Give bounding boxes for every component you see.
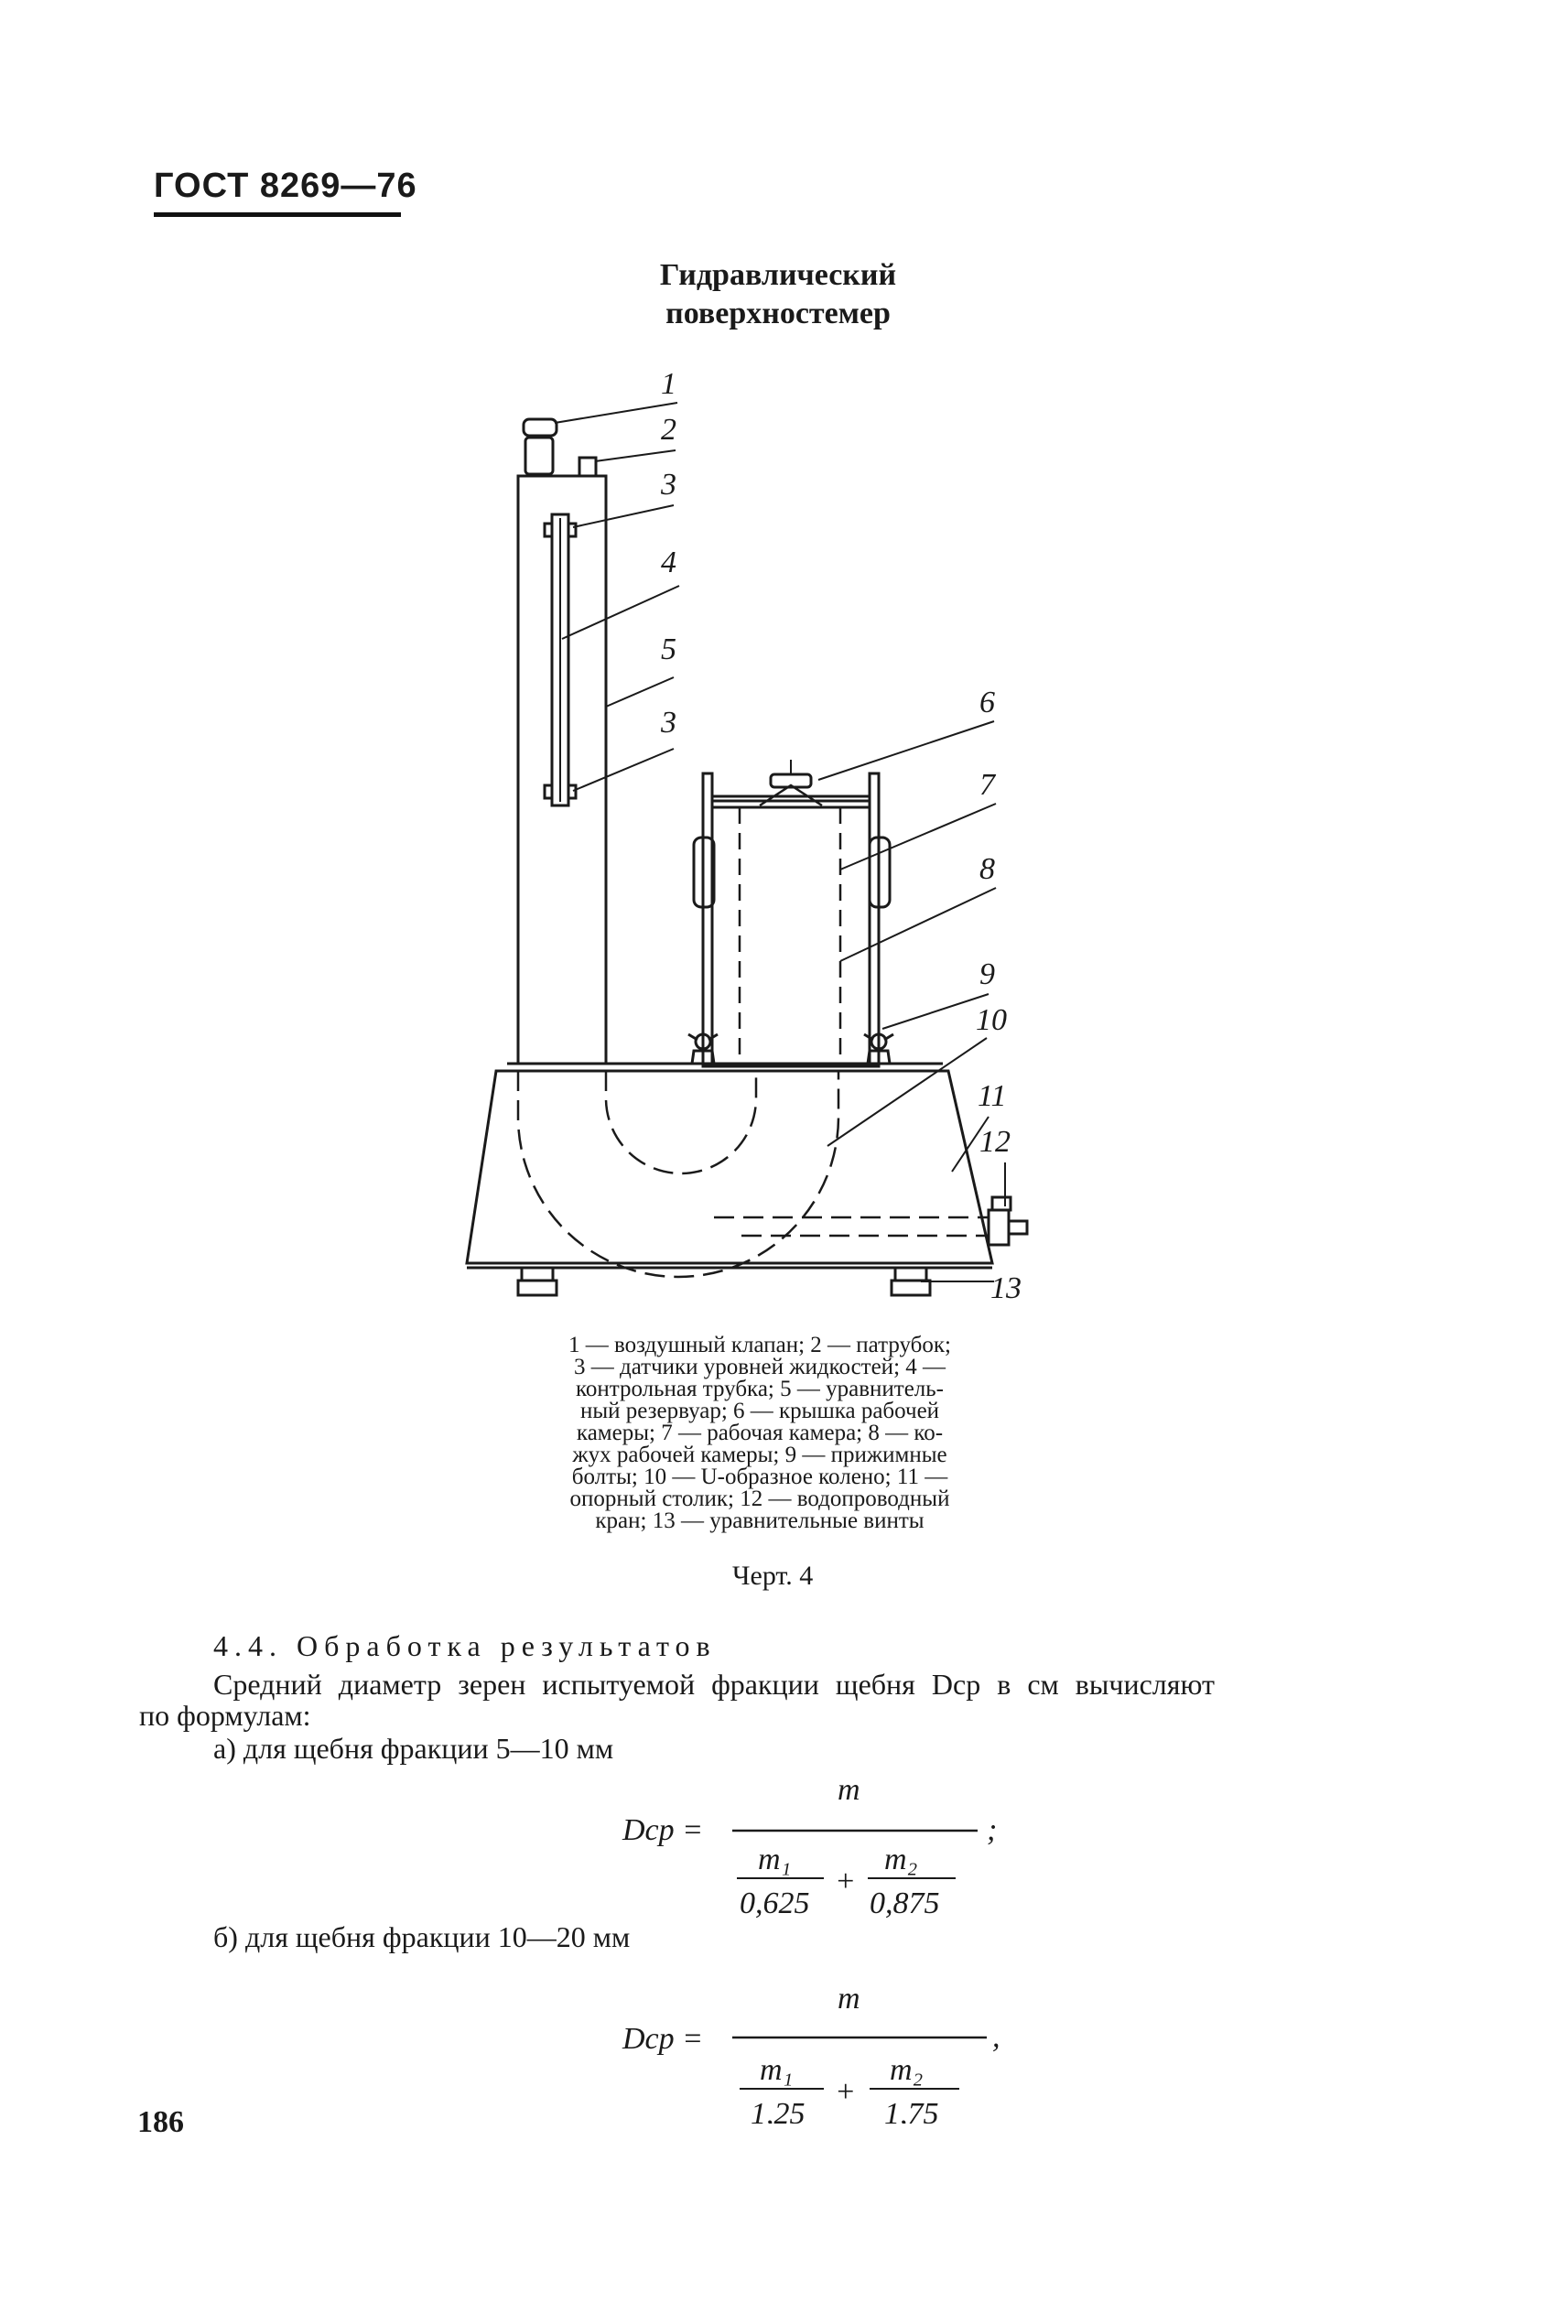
formula-a-end: ; xyxy=(987,1813,997,1847)
formula-b-plus: + xyxy=(835,2075,856,2109)
figure-title: Гидравлический поверхностемер xyxy=(513,256,1044,333)
formula-b-end: , xyxy=(992,2020,1000,2054)
formula-b: Dср = m , m₁ 1,25 + m₂ 1,75 xyxy=(622,1982,1000,2124)
formula-b-d1: 1,25 xyxy=(751,2097,806,2124)
callout-1: 1 xyxy=(661,367,676,401)
legend-line: кран; 13 — уравнительные винты xyxy=(595,1508,925,1533)
formula-a-plus: + xyxy=(835,1865,856,1898)
callout-5: 5 xyxy=(661,632,676,666)
callout-9: 9 xyxy=(979,957,995,991)
formula-a-m1: m₁ xyxy=(758,1843,791,1876)
formula-a-m2: m₂ xyxy=(884,1843,917,1876)
figure-caption: Черт. 4 xyxy=(732,1561,814,1591)
level-sensor-bottom xyxy=(543,784,554,800)
water-tap xyxy=(987,1195,1029,1247)
list-item-b: б) для щебня фракции 10—20 мм xyxy=(213,1920,631,1953)
legend-line: болты; 10 — U-образное колено; 11 — xyxy=(571,1465,948,1489)
page-number: 186 xyxy=(137,2105,184,2139)
paragraph-line: Средний диаметр зерен испытуемой фракции… xyxy=(213,1668,1215,1701)
legend-line: контрольная трубка; 5 — уравнитель- xyxy=(576,1377,944,1401)
level-sensor-top-r xyxy=(567,522,578,538)
figure-title-line1: Гидравлический xyxy=(659,258,897,292)
callout-7: 7 xyxy=(979,768,997,802)
leveling-screw-right xyxy=(890,1266,932,1297)
nozzle xyxy=(578,456,598,478)
formula-b-lhs: Dср = xyxy=(622,2022,703,2056)
list-item-a: а) для щебня фракции 5—10 мм xyxy=(213,1732,614,1765)
equalizing-reservoir xyxy=(516,474,608,1065)
legend-line: камеры; 7 — рабочая камера; 8 — ко- xyxy=(576,1421,944,1445)
callout-10: 10 xyxy=(976,1003,1007,1037)
legend-line: ный резервуар; 6 — крышка рабочей xyxy=(579,1399,940,1423)
level-sensor-top xyxy=(543,522,554,538)
formula-b-d2: 1,75 xyxy=(884,2097,939,2124)
formula-a-d2: 0,875 xyxy=(870,1886,940,1920)
figure-legend: 1 — воздушный клапан; 2 — патрубок; 3 — … xyxy=(485,1333,1034,1533)
clamp-bolt-left xyxy=(687,1032,719,1065)
legend-line: 3 — датчики уровней жидкостей; 4 — xyxy=(573,1355,946,1379)
formula-a-numerator: m xyxy=(838,1773,860,1807)
paragraph-line: по формулам: xyxy=(139,1699,311,1732)
callout-4: 4 xyxy=(661,546,676,579)
callout-12: 12 xyxy=(979,1125,1011,1159)
formula-b-m2: m₂ xyxy=(890,2053,923,2087)
u-elbow-outer xyxy=(516,1071,840,1279)
legend-line: жух рабочей камеры; 9 — прижимные xyxy=(572,1443,947,1467)
air-valve-knob xyxy=(522,417,558,438)
callout-13: 13 xyxy=(990,1271,1022,1305)
callout-3b: 3 xyxy=(660,706,676,740)
level-sensor-bottom-r xyxy=(567,784,578,800)
callout-2: 2 xyxy=(661,413,676,447)
leveling-screw-left xyxy=(516,1266,558,1297)
u-elbow-inner xyxy=(604,1071,758,1175)
legend-line: 1 — воздушный клапан; 2 — патрубок; xyxy=(568,1333,951,1357)
formula-a-lhs: Dср = xyxy=(622,1813,703,1847)
chamber-casing xyxy=(710,799,871,1068)
air-valve xyxy=(524,436,555,476)
callout-11: 11 xyxy=(978,1079,1006,1113)
section-heading: 4.4. Обработка результатов xyxy=(213,1629,717,1662)
control-tube xyxy=(550,513,570,807)
formula-a: Dср = m ; m₁ 0,625 + m₂ 0,875 xyxy=(622,1773,997,1920)
header-rule xyxy=(154,212,401,217)
callout-3: 3 xyxy=(660,468,676,502)
clamp-bolt-right xyxy=(863,1032,894,1065)
legend-line: опорный столик; 12 — водопроводный xyxy=(569,1486,950,1511)
formula-b-numerator: m xyxy=(838,1982,860,2016)
hydraulic-surface-meter-drawing: 1 2 3 4 5 3 6 7 8 9 10 11 12 13 xyxy=(465,367,1029,1305)
chamber-lid xyxy=(710,794,871,809)
formula-b-m1: m₁ xyxy=(760,2053,793,2087)
standard-code: ГОСТ 8269—76 xyxy=(154,167,417,205)
callout-8: 8 xyxy=(979,852,995,886)
support-table xyxy=(465,1069,994,1265)
formula-a-d1: 0,625 xyxy=(740,1886,810,1920)
callout-6: 6 xyxy=(979,686,995,719)
figure-title-line2: поверхностемер xyxy=(665,297,891,330)
